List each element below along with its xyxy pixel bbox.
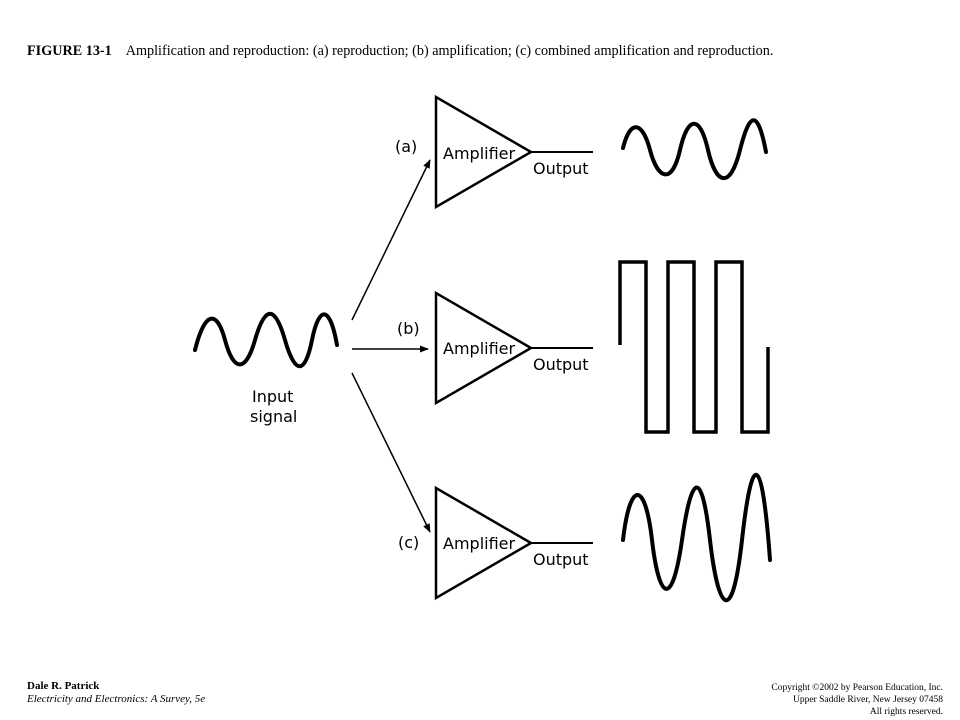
footer-book-title: Electricity and Electronics: A Survey, 5… [27, 693, 206, 705]
copyright-line-2: Upper Saddle River, New Jersey 07458 [792, 695, 943, 705]
arrow-to-a [351, 159, 431, 321]
amplifier-c-label: Amplifier [443, 534, 516, 553]
branch-c-marker: (c) [398, 533, 419, 552]
branch-a-marker: (a) [395, 137, 417, 156]
amplifier-a-label: Amplifier [443, 144, 516, 163]
copyright-line-1: Copyright ©2002 by Pearson Education, In… [771, 683, 943, 693]
footer-copyright: Copyright ©2002 by Pearson Education, In… [771, 682, 943, 718]
caption-text: Amplification and reproduction: (a) repr… [125, 43, 774, 59]
output-b-square-wave [618, 260, 770, 434]
branch-b-marker: (b) [397, 319, 420, 338]
input-signal-wave [193, 311, 339, 369]
output-a-wave [621, 118, 768, 181]
output-a-label: Output [533, 159, 589, 178]
output-c-wave [621, 472, 772, 602]
output-b-label: Output [533, 355, 589, 374]
figure-number: FIGURE 13-1 [27, 43, 112, 59]
amplifier-a-triangle [434, 94, 534, 210]
amplifier-b-triangle [434, 290, 534, 406]
footer-author: Dale R. Patrick [27, 680, 100, 692]
input-label-line2: signal [250, 407, 297, 426]
footer-credit: Dale R. Patrick Electricity and Electron… [27, 680, 205, 706]
amplifier-c-triangle [434, 485, 534, 601]
figure-caption: FIGURE 13-1 Amplification and reproductio… [27, 42, 937, 60]
amplifier-b-label: Amplifier [443, 339, 516, 358]
input-label-line1: Input [252, 387, 293, 406]
arrow-to-c [351, 372, 431, 533]
output-c-label: Output [533, 550, 589, 569]
copyright-line-3: All rights reserved. [869, 707, 943, 717]
